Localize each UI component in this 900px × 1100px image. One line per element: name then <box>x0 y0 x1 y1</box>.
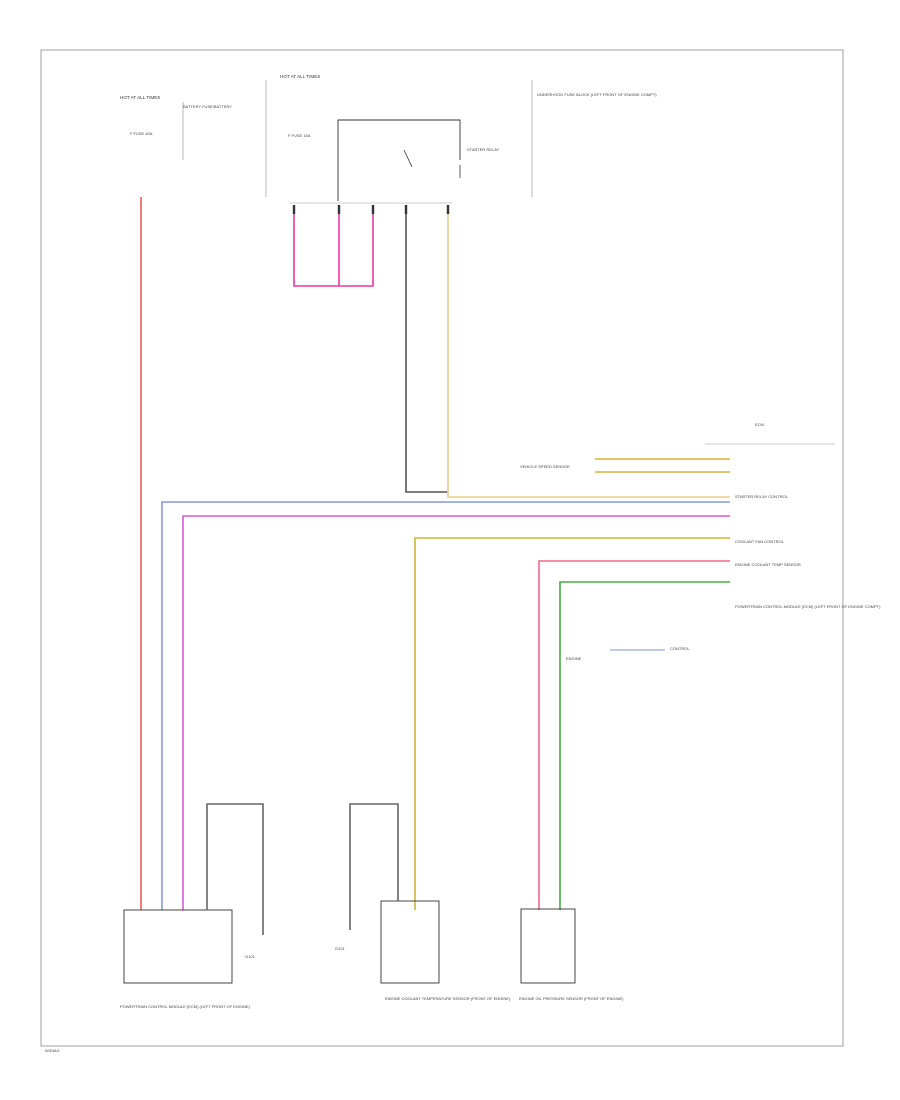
sensor-note: ENGINE COOLANT TEMP SENSOR <box>735 562 801 567</box>
relay-label: STARTER RELAY <box>467 147 500 152</box>
vss-label: VEHICLE SPEED SENSOR <box>520 464 570 469</box>
module-left-label: POWERTRAIN CONTROL MODULE (ECM) (LEFT FR… <box>120 1004 251 1009</box>
ground-left-label: G101 <box>245 954 256 959</box>
module-left <box>123 909 233 984</box>
relay-switch <box>403 149 413 168</box>
ground-loop-mid <box>349 803 399 930</box>
module-right-label: ENGINE OIL PRESSURE SENSOR (FRONT OF ENG… <box>519 996 624 1001</box>
module-middle <box>380 900 440 984</box>
relay-box <box>337 119 461 201</box>
blue-wire <box>161 501 730 910</box>
violet-wire <box>182 515 730 910</box>
green-sensor-wire <box>559 581 730 910</box>
ground-mid-label: G101 <box>335 946 346 951</box>
hot-label-left: HOT AT ALL TIMES <box>120 95 160 100</box>
ecm-note: POWERTRAIN CONTROL MODULE (ECM) (LEFT FR… <box>735 604 881 609</box>
ground-loop-left <box>206 803 264 935</box>
fuse-left-label: F FUSE 40A <box>130 131 153 136</box>
yellow-wire <box>414 537 730 910</box>
pink-sensor-wire <box>538 560 730 910</box>
pin-ref: ENGINE <box>566 656 582 661</box>
module-middle-label: ENGINE COOLANT TEMPERATURE SENSOR (FRONT… <box>385 996 511 1001</box>
diagram-frame <box>40 49 844 1047</box>
page-code: W/DIAG <box>45 1048 60 1053</box>
coolant-fan-label: COOLANT FAN CONTROL <box>735 539 785 544</box>
fuse-top-label: F FUSE 15A <box>288 133 311 138</box>
ecm-title: ECM <box>755 422 764 427</box>
control-label: CONTROL <box>670 646 690 651</box>
tan-relay-wire <box>447 214 730 498</box>
underhood-fuse-label: UNDERHOOD FUSE BLOCK (LEFT FRONT OF ENGI… <box>537 92 657 97</box>
gray-relay-wire <box>405 214 448 493</box>
hot-label-top: HOT AT ALL TIMES <box>280 74 320 79</box>
battery-fuse-label: BATTERY FUSE/BATTERY <box>183 104 232 109</box>
pink-loop-wire <box>293 214 374 287</box>
starter-relay-row: STARTER RELAY CONTROL <box>735 494 789 499</box>
module-right <box>520 908 576 984</box>
